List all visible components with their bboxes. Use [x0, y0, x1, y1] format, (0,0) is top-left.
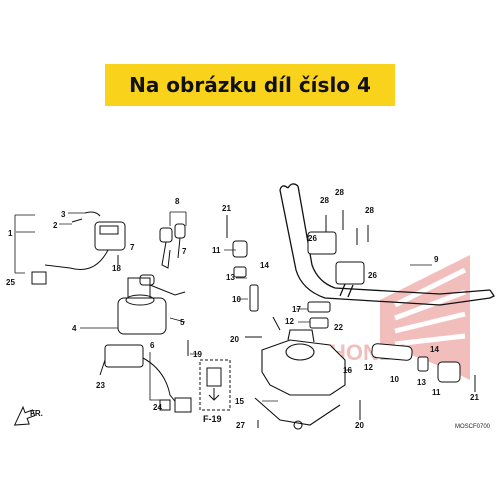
- front-label: FR.: [30, 409, 43, 418]
- ignition-switch-body: [99, 274, 192, 413]
- label-26b: 26: [368, 271, 377, 280]
- label-15: 15: [235, 397, 244, 406]
- label-8: 8: [175, 197, 180, 206]
- label-19: 19: [193, 350, 202, 359]
- label-21: 21: [222, 204, 231, 213]
- label-10b: 10: [390, 375, 399, 384]
- label-11b: 11: [432, 388, 441, 397]
- banner-text: Na obrázku díl číslo 4: [129, 73, 371, 97]
- bolts: [117, 255, 476, 428]
- label-21b: 21: [470, 393, 479, 402]
- reference-box: F-19: [199, 359, 231, 424]
- label-11: 11: [212, 246, 221, 255]
- label-16: 16: [343, 366, 352, 375]
- front-direction-marker: FR.: [13, 405, 43, 426]
- label-14: 14: [260, 261, 269, 270]
- label-17: 17: [292, 305, 301, 314]
- label-7a: 7: [130, 243, 135, 252]
- label-23: 23: [96, 381, 105, 390]
- part-number-banner: Na obrázku díl číslo 4: [105, 64, 395, 106]
- left-switch-assembly: [31, 211, 126, 285]
- label-20b: 20: [355, 421, 364, 430]
- stem-parts: [226, 215, 331, 329]
- label-28a: 28: [320, 196, 329, 205]
- leader-lines: [16, 212, 432, 402]
- label-5: 5: [180, 318, 185, 327]
- label-26: 26: [308, 234, 317, 243]
- label-13: 13: [226, 273, 235, 282]
- part-labels: 1 2 3 4 5 6 7 7 8 9 10 10 11 11 12 12 13…: [6, 188, 479, 430]
- label-18: 18: [112, 264, 121, 273]
- label-20: 20: [230, 335, 239, 344]
- label-27: 27: [236, 421, 245, 430]
- label-10: 10: [232, 295, 241, 304]
- handlebar: [279, 183, 495, 306]
- label-9: 9: [434, 255, 439, 264]
- label-25: 25: [6, 278, 15, 287]
- label-28b: 28: [335, 188, 344, 197]
- label-24: 24: [153, 403, 162, 412]
- label-3: 3: [61, 210, 66, 219]
- top-bridge: [254, 329, 346, 430]
- callout-brackets: [14, 211, 187, 401]
- label-12b: 12: [364, 363, 373, 372]
- label-6: 6: [150, 341, 155, 350]
- label-28c: 28: [365, 206, 374, 215]
- label-22: 22: [334, 323, 343, 332]
- label-2: 2: [53, 221, 58, 230]
- handlebar-holders: [307, 210, 369, 285]
- label-1: 1: [8, 229, 13, 238]
- label-4: 4: [72, 324, 77, 333]
- grips: [371, 343, 461, 383]
- diagram-code: MOSCF0700: [455, 424, 491, 430]
- ref-label: F-19: [203, 414, 222, 424]
- label-14b: 14: [430, 345, 439, 354]
- ignition-keys: [159, 223, 186, 269]
- label-12: 12: [285, 317, 294, 326]
- label-13b: 13: [417, 378, 426, 387]
- label-7b: 7: [182, 247, 187, 256]
